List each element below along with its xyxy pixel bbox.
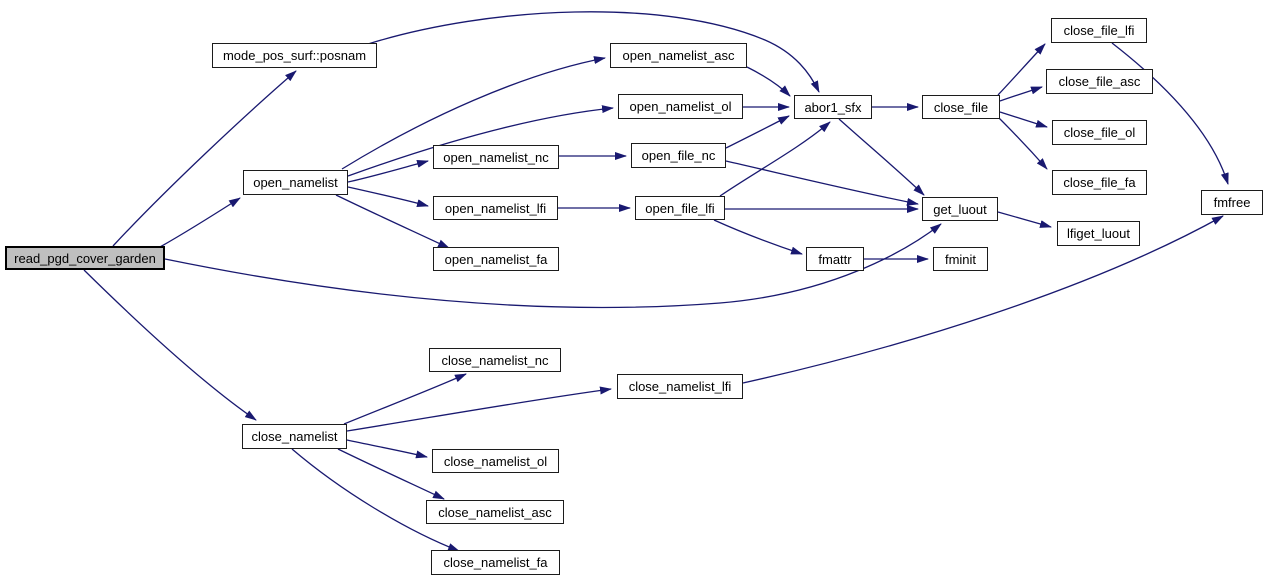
edge-close_file_lfi-to-fmfree — [1111, 42, 1229, 185]
node-fmfree[interactable]: fmfree — [1201, 190, 1263, 215]
edge-read_pgd_cover_garden-to-close_namelist — [83, 269, 257, 421]
edge-read_pgd_cover_garden-to-get_luout — [164, 223, 942, 309]
node-close_file[interactable]: close_file — [922, 95, 1000, 119]
node-fmattr[interactable]: fmattr — [806, 247, 864, 271]
node-open_file_nc[interactable]: open_file_nc — [631, 143, 726, 168]
edge-open_namelist-to-open_namelist_ol — [347, 105, 614, 177]
edge-close_namelist-to-close_namelist_nc — [343, 373, 467, 425]
edge-close_namelist-to-close_namelist_asc — [337, 448, 445, 500]
edge-open_namelist-to-open_namelist_fa — [335, 194, 450, 249]
node-abor1_sfx[interactable]: abor1_sfx — [794, 95, 872, 119]
edge-close_namelist-to-close_namelist_lfi — [346, 386, 612, 432]
edge-abor1_sfx-to-get_luout — [838, 118, 925, 196]
node-close_file_asc[interactable]: close_file_asc — [1046, 69, 1153, 94]
node-open_file_lfi[interactable]: open_file_lfi — [635, 196, 725, 220]
edge-open_namelist-to-open_namelist_asc — [341, 56, 606, 170]
node-close_file_fa[interactable]: close_file_fa — [1052, 170, 1147, 195]
node-open_namelist_lfi[interactable]: open_namelist_lfi — [433, 196, 558, 220]
edge-close_namelist-to-close_namelist_fa — [291, 448, 460, 552]
node-open_namelist_fa[interactable]: open_namelist_fa — [433, 247, 559, 271]
node-close_file_ol[interactable]: close_file_ol — [1052, 120, 1147, 145]
edge-open_file_nc-to-get_luout — [725, 160, 919, 206]
node-open_namelist[interactable]: open_namelist — [243, 170, 348, 195]
edge-close_namelist_lfi-to-fmfree — [742, 215, 1224, 384]
node-fminit[interactable]: fminit — [933, 247, 988, 271]
edge-open_file_lfi-to-fmattr — [713, 219, 803, 255]
edge-close_file-to-close_file_asc — [999, 86, 1043, 102]
edge-close_namelist-to-close_namelist_ol — [346, 439, 428, 459]
node-open_namelist_ol[interactable]: open_namelist_ol — [618, 94, 743, 119]
edge-close_file-to-close_file_fa — [998, 117, 1048, 170]
node-close_namelist[interactable]: close_namelist — [242, 424, 347, 449]
edge-open_namelist-to-open_namelist_nc — [347, 159, 429, 183]
node-close_file_lfi[interactable]: close_file_lfi — [1051, 18, 1147, 43]
edge-posnam-to-abor1_sfx — [367, 11, 820, 93]
node-open_namelist_nc[interactable]: open_namelist_nc — [433, 145, 559, 169]
node-close_namelist_nc[interactable]: close_namelist_nc — [429, 348, 561, 372]
node-close_namelist_ol[interactable]: close_namelist_ol — [432, 449, 559, 473]
edge-close_file-to-close_file_lfi — [997, 43, 1046, 96]
node-close_namelist_fa[interactable]: close_namelist_fa — [431, 550, 560, 575]
edge-open_file_nc-to-abor1_sfx — [725, 115, 790, 149]
edge-open_namelist-to-open_namelist_lfi — [347, 186, 429, 208]
edge-open_file_lfi-to-abor1_sfx — [719, 121, 831, 197]
edge-open_namelist_asc-to-abor1_sfx — [746, 66, 791, 97]
node-get_luout[interactable]: get_luout — [922, 197, 998, 221]
edge-close_file-to-close_file_ol — [999, 111, 1048, 128]
node-open_namelist_asc[interactable]: open_namelist_asc — [610, 43, 747, 68]
node-lfiget_luout[interactable]: lfiget_luout — [1057, 221, 1140, 246]
edge-read_pgd_cover_garden-to-open_namelist — [159, 197, 241, 248]
edge-get_luout-to-lfiget_luout — [997, 211, 1052, 228]
node-close_namelist_asc[interactable]: close_namelist_asc — [426, 500, 564, 524]
node-mode_pos_surf-posnam[interactable]: mode_pos_surf::posnam — [212, 43, 377, 68]
node-read_pgd_cover_garden[interactable]: read_pgd_cover_garden — [5, 246, 165, 270]
edge-read_pgd_cover_garden-to-posnam — [112, 70, 297, 247]
node-close_namelist_lfi[interactable]: close_namelist_lfi — [617, 374, 743, 399]
